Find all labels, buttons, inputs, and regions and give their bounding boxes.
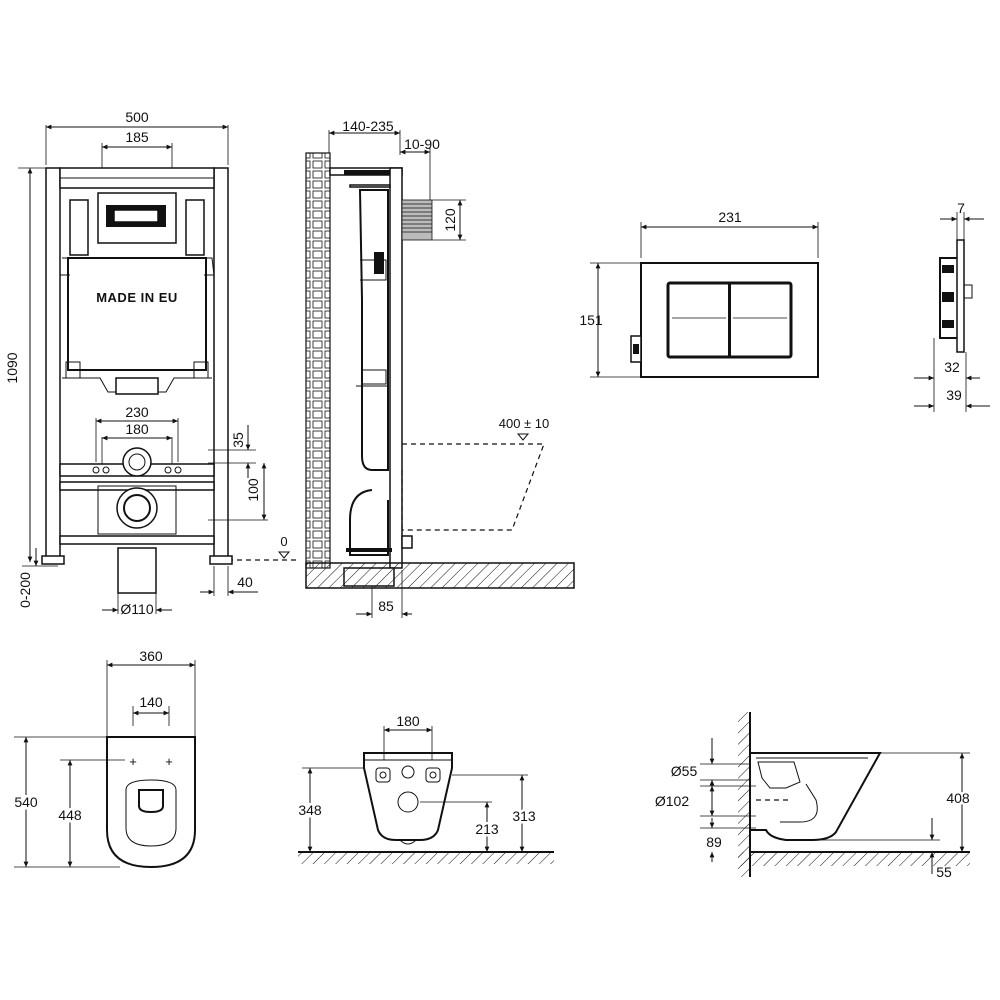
bolt-mark-right-icon: + <box>165 754 173 769</box>
floor-adjust-label: 0-200 <box>17 572 33 608</box>
bowl-rear-view: 180 348 313 213 <box>296 713 554 864</box>
foot-offset-label: 40 <box>237 574 253 590</box>
bowl-height-label: 400 ± 10 <box>499 416 550 431</box>
button-width-label: 231 <box>718 209 742 225</box>
bowl-width-label: 360 <box>139 648 163 664</box>
outlet-offset-label: 85 <box>378 598 394 614</box>
bowl-side-view: Ø55 Ø102 89 408 55 <box>655 712 972 880</box>
bowl-top-view: 360 140 540 448 + + <box>12 648 196 869</box>
frame-front-view: 500 185 1090 MADE IN EU 230 <box>4 109 300 617</box>
frame-depth-label: 140-235 <box>342 118 394 134</box>
zero-level-label: 0 <box>280 534 287 549</box>
side-outlet-height-label: 89 <box>706 834 722 850</box>
button-depth-a-label: 32 <box>944 359 960 375</box>
rear-outlet-height-label: 213 <box>475 821 499 837</box>
mount-distance-label: 448 <box>58 807 82 823</box>
frame-side-view: 140-235 10-90 120 <box>305 118 575 618</box>
flush-button-side: 7 32 39 <box>914 200 990 412</box>
rear-bolt-spacing-label: 180 <box>396 713 420 729</box>
outlet-diameter-side-label: Ø102 <box>655 793 689 809</box>
flush-height-label: 120 <box>442 208 458 232</box>
stud-spacing-label: 230 <box>125 404 149 420</box>
rear-height-right-label: 313 <box>512 808 536 824</box>
bolt-spacing-label: 140 <box>139 694 163 710</box>
bowl-length-label: 540 <box>14 794 38 810</box>
button-thickness-label: 7 <box>957 200 965 216</box>
button-depth-b-label: 39 <box>946 387 962 403</box>
floor-gap-label: 55 <box>936 864 952 880</box>
inlet-spacing-label: 180 <box>125 421 149 437</box>
button-height-label: 151 <box>579 312 603 328</box>
frame-height-label: 1090 <box>4 352 20 383</box>
cistern-depth-label: 10-90 <box>404 136 440 152</box>
inlet-diameter-label: Ø55 <box>671 763 698 779</box>
made-in-eu-stamp: MADE IN EU <box>96 290 178 305</box>
frame-width-label: 500 <box>125 109 149 125</box>
outlet-diameter-label: Ø110 <box>120 601 153 617</box>
rear-height-left-label: 348 <box>298 802 322 818</box>
flush-button-front: 231 151 <box>579 209 819 378</box>
bowl-height-side-label: 408 <box>946 790 970 806</box>
bolt-mark-left-icon: + <box>129 754 137 769</box>
outlet-height-label: 100 <box>245 478 261 502</box>
inlet-offset-label: 35 <box>230 432 246 448</box>
flush-spacing-label: 185 <box>125 129 149 145</box>
